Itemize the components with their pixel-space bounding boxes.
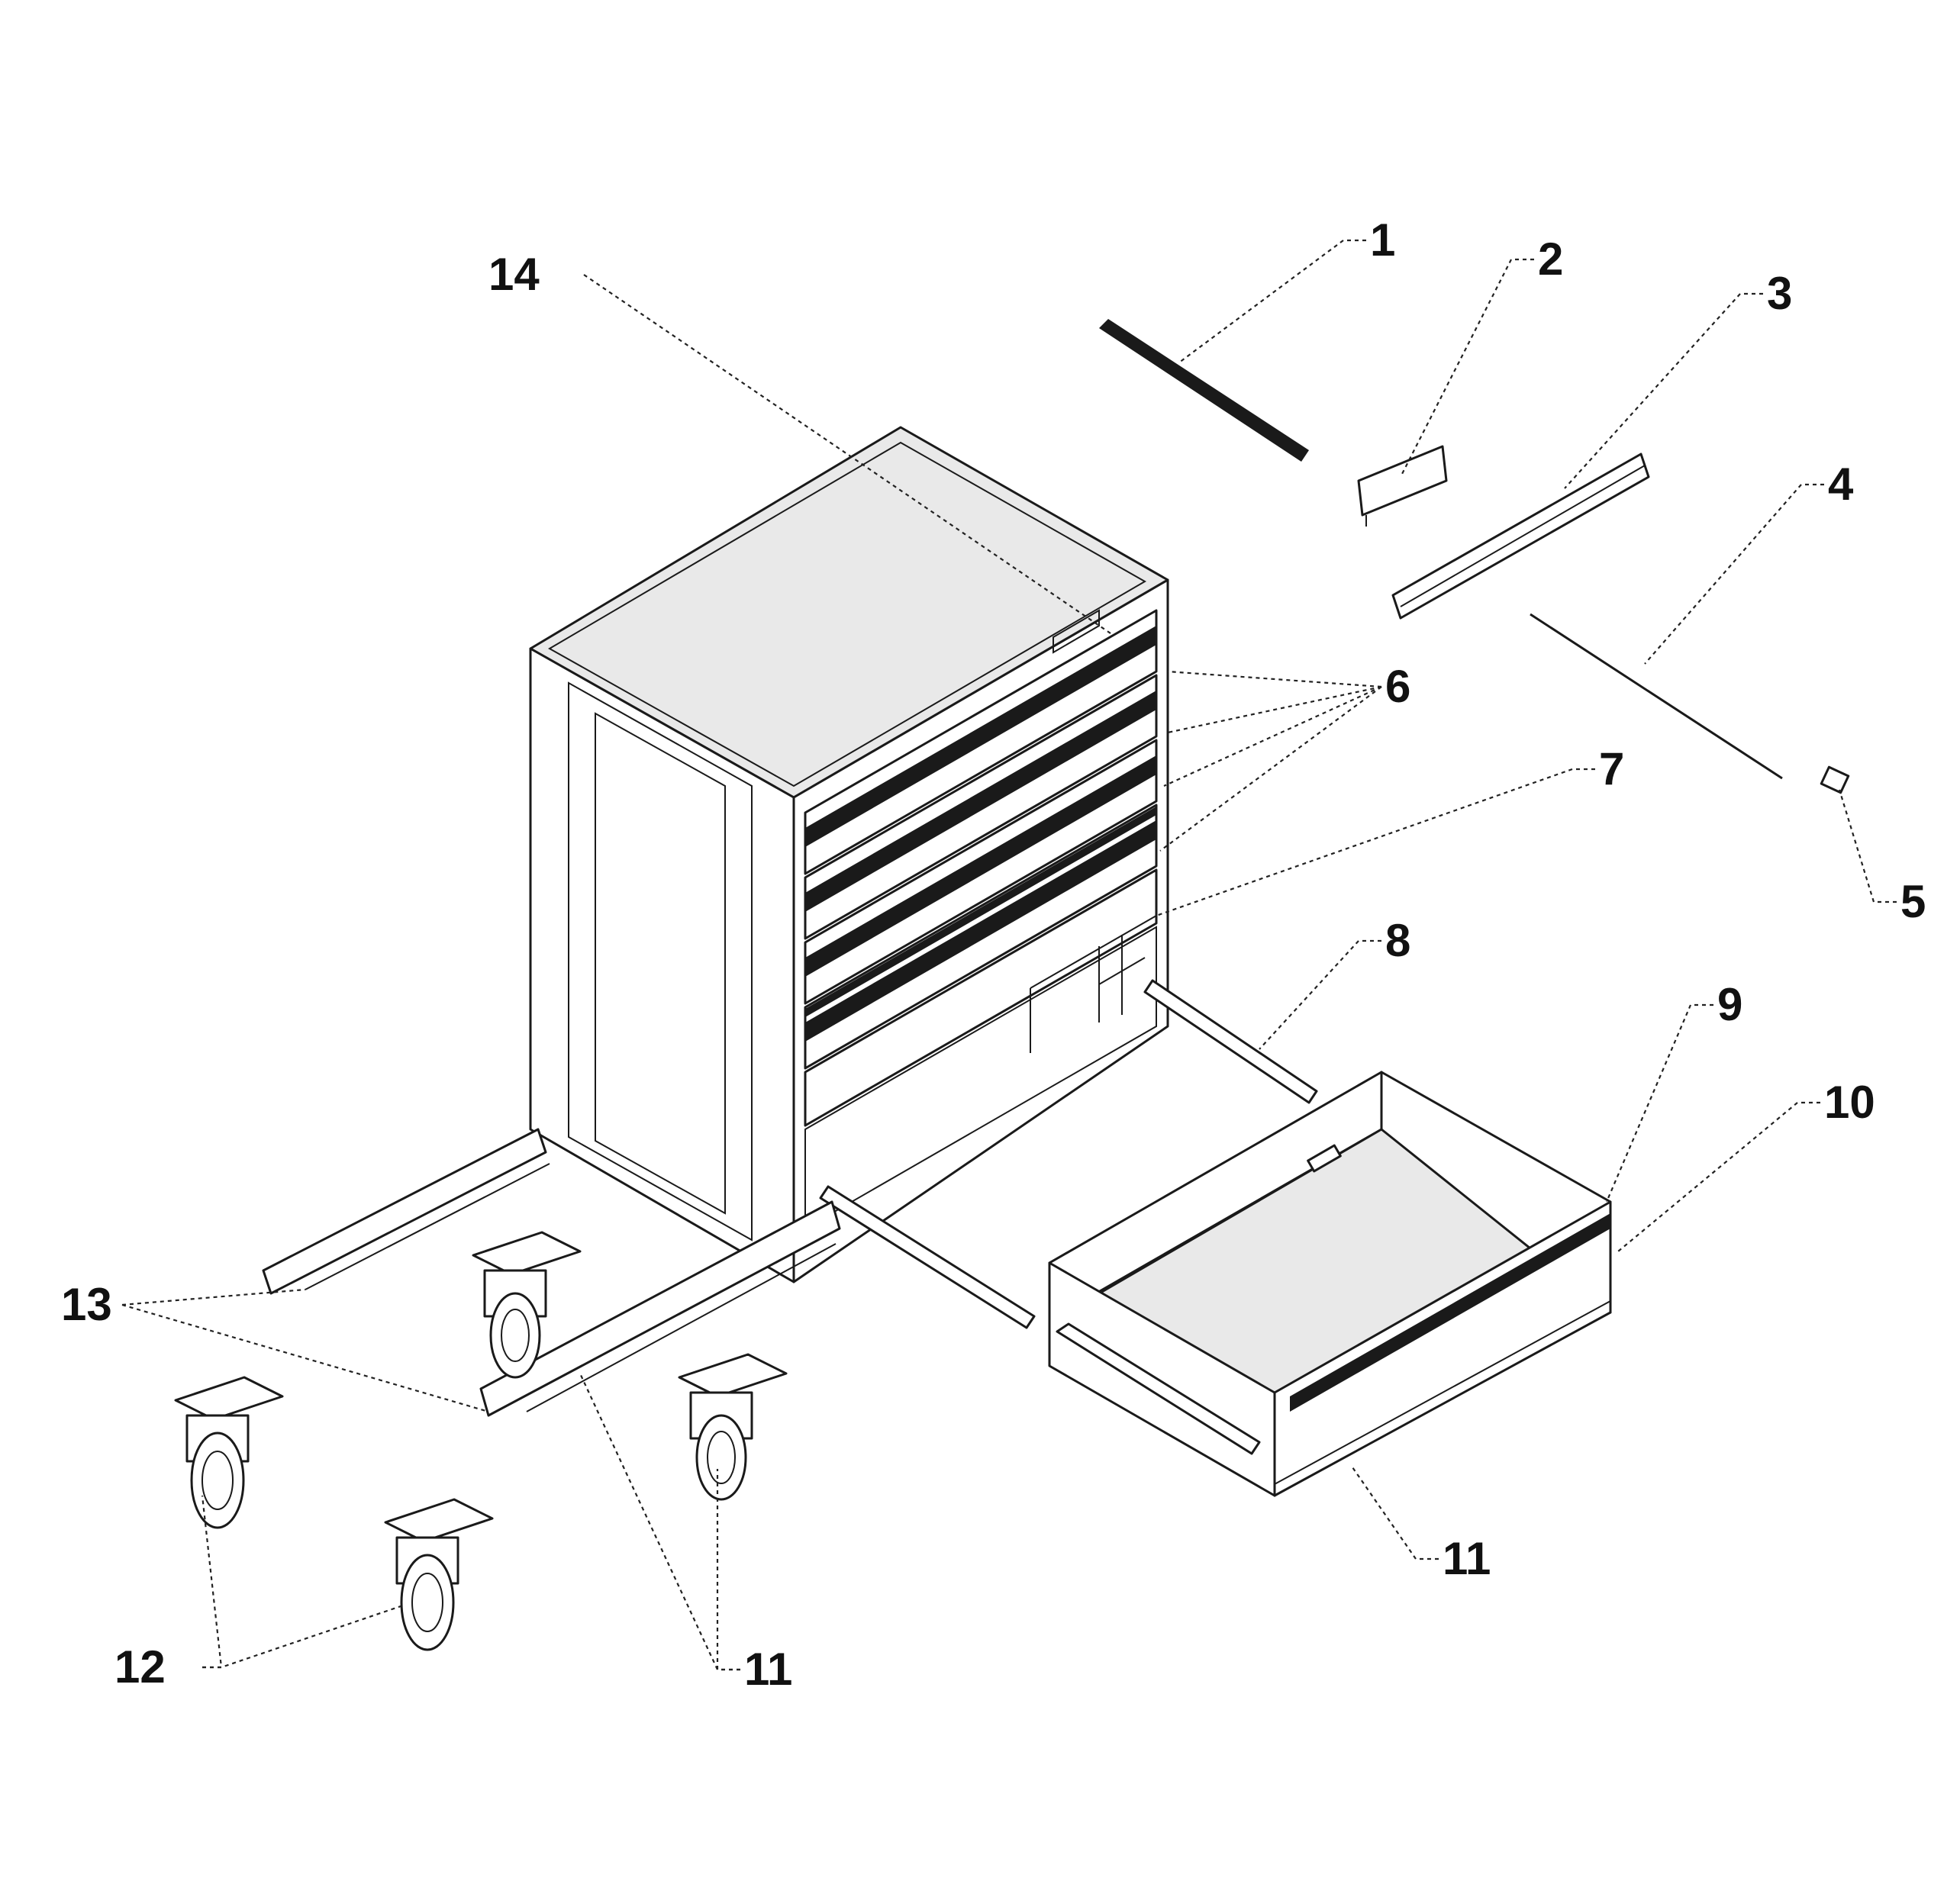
callout-6: 6	[1385, 661, 1410, 712]
callout-11-drawer: 11	[1443, 1533, 1491, 1584]
part-8-drawer-slides	[819, 979, 1318, 1329]
part-4-rod	[1530, 613, 1783, 780]
callout-2: 2	[1538, 233, 1563, 285]
callout-11-casters: 11	[744, 1644, 792, 1695]
callout-12: 12	[114, 1641, 166, 1692]
callout-4: 4	[1828, 459, 1854, 510]
part-3-slide	[1391, 452, 1650, 620]
drawer-fronts	[804, 609, 1158, 1127]
leader-lines	[121, 239, 1897, 1671]
callout-3: 3	[1767, 268, 1792, 319]
callout-1: 1	[1370, 214, 1395, 266]
callout-13: 13	[61, 1279, 112, 1330]
part-1-rail	[1099, 319, 1309, 462]
tool-cabinet	[529, 426, 1169, 1283]
caster-under-cabinet-left	[472, 1231, 582, 1379]
part-13-base-plates	[262, 1128, 841, 1417]
callout-8: 8	[1385, 915, 1410, 966]
part-2-bracket	[1357, 445, 1448, 527]
callout-14: 14	[488, 249, 540, 300]
callout-labels: 1 2 3 4 5 6 7 8 9 10 11 11 12 13 14	[61, 214, 1926, 1695]
callout-9: 9	[1717, 979, 1742, 1030]
caster-under-cabinet-right	[678, 1353, 788, 1501]
callout-10: 10	[1824, 1077, 1875, 1128]
part-5-clip	[1820, 765, 1850, 794]
caster-loose-1	[174, 1376, 284, 1529]
caster-loose-2	[384, 1498, 494, 1651]
open-drawer	[1048, 1071, 1612, 1497]
callout-7: 7	[1599, 743, 1624, 794]
callout-5: 5	[1900, 876, 1926, 927]
